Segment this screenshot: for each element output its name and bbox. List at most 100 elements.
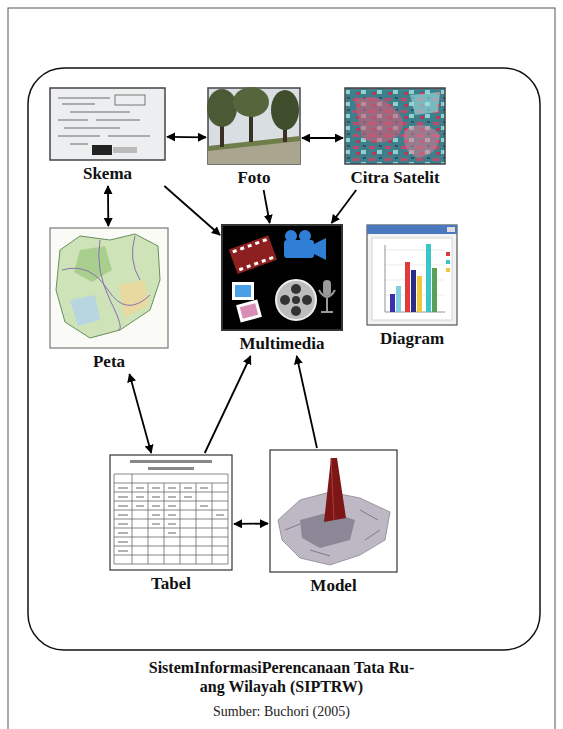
illustration-part	[240, 246, 245, 250]
figure-caption: SistemInformasiPerencanaan Tata Ru- ang …	[147, 658, 416, 696]
illustration-part	[271, 90, 299, 130]
image-node: Model	[270, 450, 397, 596]
illustration-part	[284, 240, 314, 258]
illustration-part	[70, 295, 100, 326]
satellite-image	[345, 88, 445, 164]
illustration-part	[446, 268, 450, 272]
illustration-part	[232, 282, 254, 300]
image-area	[110, 455, 232, 574]
illustration-part	[114, 474, 228, 564]
illustration-part	[118, 280, 148, 318]
image-node: Tabel	[110, 455, 232, 594]
illustration-part	[345, 88, 445, 164]
illustration-part	[50, 228, 168, 348]
illustration-part	[236, 299, 262, 322]
illustration-part	[115, 95, 145, 105]
scheme-sketch	[50, 88, 165, 160]
image-node: Multimedia	[222, 225, 342, 354]
connector-arrow	[332, 190, 357, 223]
image-node: Skema	[50, 88, 165, 184]
node-label: Diagram	[380, 329, 444, 349]
illustration-part	[270, 450, 397, 572]
illustration-part	[291, 284, 301, 294]
node-label: Peta	[93, 352, 125, 372]
illustration-part	[255, 241, 260, 245]
illustration-part	[262, 238, 267, 242]
illustration-part	[229, 235, 277, 274]
system-boundary	[28, 68, 540, 650]
connector-arrow	[302, 137, 343, 139]
illustration-part	[355, 97, 403, 142]
image-area	[345, 88, 445, 168]
illustration-part	[411, 270, 416, 312]
illustration-part	[385, 245, 445, 312]
connector-arrow	[297, 356, 317, 448]
illustration-part	[404, 125, 440, 158]
illustration-part	[222, 225, 342, 330]
connectors	[108, 137, 356, 524]
illustration-part	[208, 88, 300, 164]
illustration-part	[110, 455, 232, 570]
multimedia-icons	[222, 225, 342, 330]
outer-frame	[8, 8, 555, 729]
illustration-part	[240, 303, 259, 319]
node-label: Skema	[83, 164, 132, 184]
node-label: Model	[310, 576, 356, 596]
node-label: Multimedia	[240, 334, 325, 354]
illustration-part	[432, 268, 437, 312]
image-area	[208, 88, 300, 168]
illustration-part	[50, 88, 165, 160]
illustration-part	[233, 87, 269, 117]
map-illustration	[50, 228, 168, 348]
illustration-part	[426, 244, 431, 312]
illustration-part	[367, 225, 457, 234]
connector-arrow	[129, 374, 151, 453]
illustration-part	[319, 290, 335, 312]
illustration-part	[410, 92, 440, 115]
image-area	[367, 225, 457, 329]
image-area	[222, 225, 342, 334]
illustration-part	[280, 295, 290, 305]
node-label: Foto	[237, 168, 270, 188]
connector-arrow	[205, 356, 251, 453]
image-node: Citra Satelit	[345, 88, 445, 188]
illustration-part	[331, 458, 334, 520]
bar-chart-window	[367, 225, 457, 325]
connector-arrow	[107, 186, 109, 226]
illustration-part	[285, 230, 297, 242]
image-node: Peta	[50, 228, 168, 372]
illustration-part	[324, 458, 346, 522]
illustration-part	[118, 488, 224, 551]
illustration-part	[229, 235, 277, 274]
illustration-part	[239, 267, 244, 271]
illustration-part	[254, 261, 259, 265]
connector-arrow	[164, 186, 220, 235]
illustration-part	[417, 276, 422, 312]
illustration-part	[372, 238, 452, 320]
illustration-part	[405, 262, 410, 312]
illustration-part	[396, 286, 401, 312]
illustration-part	[447, 227, 455, 232]
node-label: Tabel	[151, 574, 191, 594]
illustration-part	[367, 225, 457, 325]
terrain-model	[270, 450, 397, 572]
connector-arrow	[234, 523, 268, 525]
illustration-part	[390, 294, 395, 312]
source-note: Sumber: Buchori (2005)	[0, 703, 563, 720]
illustration-part	[276, 280, 316, 320]
illustration-part	[130, 460, 212, 463]
illustration-part	[446, 260, 450, 264]
illustration-part	[314, 238, 326, 260]
connector-arrow	[264, 190, 270, 223]
illustration-part	[148, 467, 194, 470]
illustration-part	[302, 295, 312, 305]
illustration-part	[113, 147, 137, 153]
illustration-part	[235, 285, 251, 297]
illustration-part	[92, 145, 112, 155]
image-area	[50, 228, 168, 352]
table-illustration	[110, 455, 232, 570]
illustration-part	[247, 244, 252, 248]
